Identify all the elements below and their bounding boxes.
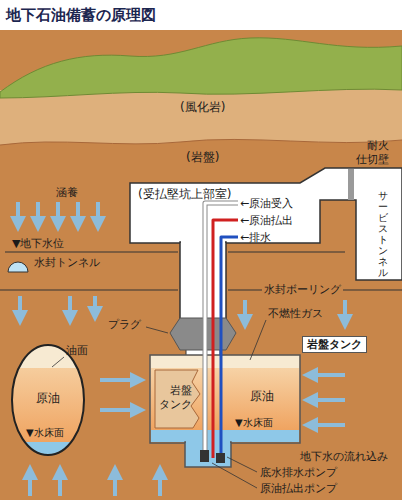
- flow-arrow: [310, 423, 345, 427]
- art-g: [10, 340, 90, 462]
- tank-cut-section: 岩盤タンク: [155, 370, 200, 428]
- flow-arrow: [96, 202, 100, 224]
- art-path: [155, 370, 200, 428]
- flow-arrow: [58, 472, 62, 496]
- tunnel-label: 水封トンネル: [34, 256, 100, 269]
- flow-arrow: [93, 296, 97, 314]
- gas-label: 不燃性ガス: [268, 307, 323, 320]
- flow-arrow: [36, 202, 40, 224]
- flow-arrow: [76, 202, 80, 224]
- plug-label: プラグ: [108, 318, 141, 331]
- node-text: 原油: [36, 391, 60, 405]
- flow-arrow: [18, 296, 22, 318]
- flow-arrow: [310, 398, 345, 402]
- flow-arrow: [113, 472, 117, 496]
- pipe-label: ←排水: [240, 231, 271, 244]
- transfer-chamber: (受払堅坑上部室): [130, 183, 320, 243]
- art-path: [130, 168, 402, 280]
- flow-arrow: [68, 296, 72, 318]
- layer-name: (岩盤): [186, 150, 219, 164]
- art-rect: [10, 442, 90, 462]
- groundwater-arrows: [18, 202, 345, 496]
- art-rect: [185, 442, 231, 467]
- water-table-label: ▼地下水位: [12, 237, 64, 250]
- layer-name: (風化岩): [180, 100, 225, 114]
- flow-arrow: [100, 378, 138, 382]
- flow-arrow: [158, 472, 162, 496]
- rock-tank: [150, 355, 300, 467]
- art-path: [213, 220, 238, 458]
- node-text: サービストンネル: [378, 190, 388, 278]
- pipe-label: ←原油払出: [240, 214, 293, 227]
- art-rect: [151, 356, 299, 368]
- art-line: [52, 357, 64, 367]
- pump-label: 底水排水ポンプ: [260, 466, 337, 479]
- art-line: [5, 252, 178, 253]
- inflow-label: 地下水の流れ込み: [300, 450, 388, 463]
- art-rect: [0, 30, 402, 500]
- pipes: [200, 203, 238, 463]
- node-text: (受払堅坑上部室): [138, 187, 231, 201]
- node-text: ▼水床面: [26, 427, 64, 439]
- diagram-title: 地下石油備蓄の原理図: [6, 6, 156, 24]
- art-ellipse: [12, 345, 84, 455]
- art-line: [212, 463, 257, 488]
- art-line: [0, 290, 178, 291]
- flow-arrow: [28, 472, 32, 496]
- oval-tank-section: 原油 ▼水床面: [12, 345, 84, 455]
- art-path: [0, 139, 402, 145]
- art-path: [0, 38, 402, 98]
- oval-tank: [10, 340, 90, 462]
- pump-label: 原油払出ポンプ: [260, 482, 337, 495]
- art-rect: [186, 440, 230, 444]
- chamber: [130, 168, 402, 356]
- art-line: [146, 327, 168, 333]
- oil-surface-label: 油面: [66, 344, 88, 357]
- water-seal-tunnel: [8, 262, 28, 272]
- flow-arrow: [56, 202, 60, 224]
- flow-arrow: [343, 300, 347, 322]
- boring-label: 水封ボーリング: [262, 283, 343, 296]
- leader-lines: [52, 320, 266, 488]
- node-text: ▼水床面: [235, 417, 273, 429]
- flow-arrow: [310, 373, 345, 377]
- node-text: 岩盤タンク: [159, 384, 192, 413]
- art-rect: [216, 453, 225, 463]
- wall-label: 耐火仕切壁: [356, 139, 389, 167]
- flow-arrow: [100, 408, 138, 412]
- flow-arrow: [16, 202, 20, 224]
- art-rect: [200, 450, 209, 462]
- rock-tank: 岩盤タンク 原油 ▼水床面: [150, 355, 300, 443]
- ground: [0, 30, 402, 500]
- art-rect: [348, 169, 354, 200]
- node-text: 原油: [250, 389, 274, 403]
- art-line: [228, 252, 345, 253]
- flow-arrow: [243, 300, 247, 322]
- art-line: [250, 320, 266, 360]
- art-line: [227, 457, 257, 472]
- service-tunnel: サービストンネル: [356, 186, 402, 280]
- art-rect: [150, 355, 300, 443]
- recharge-label: 涵養: [56, 186, 78, 199]
- pipe-label: ←原油受入: [240, 197, 293, 210]
- tank-name: 岩盤タンク: [302, 336, 367, 353]
